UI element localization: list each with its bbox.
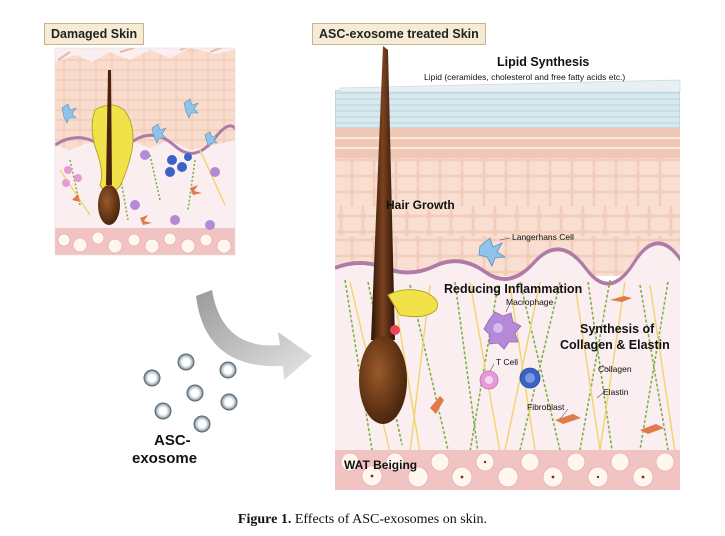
t-cell-label: T Cell — [496, 357, 519, 367]
collagen-label: Collagen — [598, 364, 632, 374]
caption-prefix: Figure 1. — [237, 512, 292, 527]
synthesis-line1-label: Synthesis of — [580, 322, 655, 336]
treated-skin-title: ASC-exosome treated Skin — [312, 23, 486, 45]
fibroblast-shapes — [430, 296, 664, 434]
synthesis-line2-label: Collagen & Elastin — [560, 338, 670, 352]
langerhans-cell-label: Langerhans Cell — [512, 232, 574, 242]
hair-growth-label: Hair Growth — [386, 198, 455, 212]
reducing-inflammation-label: Reducing Inflammation — [444, 282, 583, 296]
macrophage-shape — [483, 311, 522, 350]
left-langerhans-cells — [61, 98, 218, 148]
exosome-label-line2: exosome — [132, 450, 198, 467]
left-hair-follicle — [91, 70, 134, 225]
exosome-particles — [143, 353, 238, 433]
fibroblast-label: Fibroblast — [527, 402, 565, 412]
left-inflammatory-cells — [62, 150, 220, 230]
figure-caption: Figure 1. Effects of ASC-exosomes on ski… — [0, 512, 725, 528]
lipid-detail-label: Lipid (ceramides, cholesterol and free f… — [424, 72, 626, 82]
wat-beiging-label: WAT Beiging — [344, 458, 418, 472]
t-cell-shape — [479, 370, 499, 390]
macrophage-label: Macrophage — [506, 297, 554, 307]
lipid-synthesis-label: Lipid Synthesis — [497, 55, 590, 69]
b-cell-shape — [519, 367, 541, 389]
damaged-skin-title: Damaged Skin — [44, 23, 145, 45]
right-hair-follicle — [359, 46, 439, 424]
elastin-label: Elastin — [603, 387, 629, 397]
transition-arrow — [196, 290, 312, 380]
caption-text: Effects of ASC-exosomes on skin. — [291, 512, 488, 527]
exosome-label-line1: ASC- — [154, 432, 191, 449]
langerhans-cell-shape — [478, 237, 507, 267]
